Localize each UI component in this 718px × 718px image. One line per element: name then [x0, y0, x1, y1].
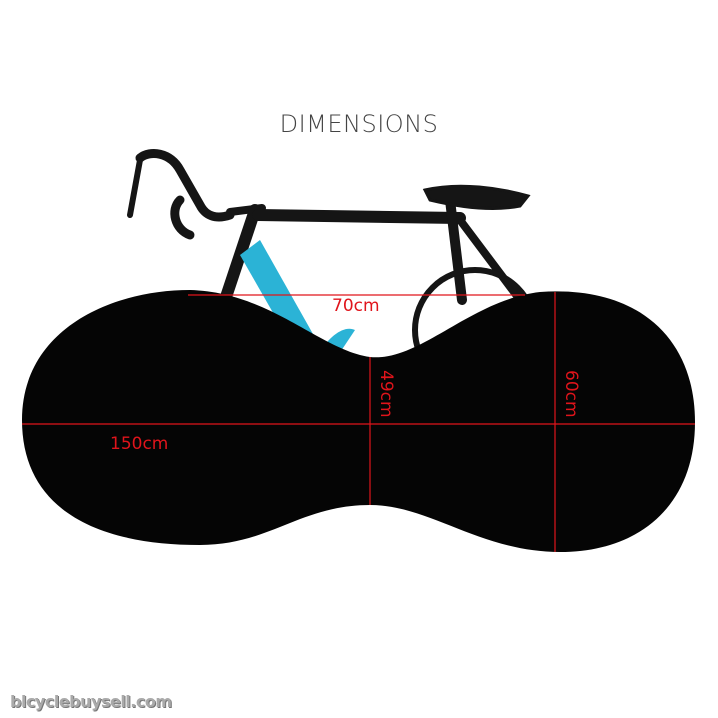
label-49cm: 49cm	[376, 370, 396, 418]
bike-cover	[22, 290, 695, 552]
bicycle	[127, 149, 538, 393]
label-70cm: 70cm	[332, 296, 380, 316]
label-150cm: 150cm	[110, 434, 169, 454]
dimension-lines	[22, 292, 695, 552]
page-title: DIMENSIONS	[279, 110, 439, 138]
watermark: blcyclebuysell.com	[10, 692, 172, 711]
label-60cm: 60cm	[561, 370, 581, 418]
